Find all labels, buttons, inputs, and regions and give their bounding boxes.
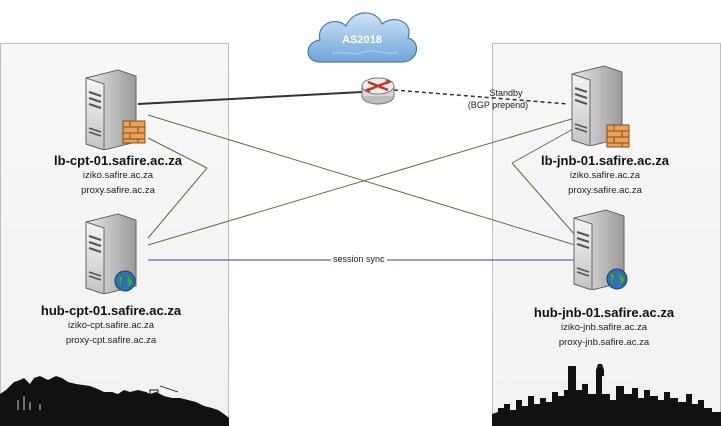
hub-cpt-label: hub-cpt-01.safire.ac.za iziko-cpt.safire…: [11, 303, 211, 348]
link-hub-cpt-lb-cpt: [147, 167, 208, 239]
standby-label-line2: (BGP prepend): [467, 100, 529, 110]
cloud-label: AS2018: [342, 34, 382, 46]
lb-cpt-alias-2: proxy.safire.ac.za: [81, 185, 155, 196]
hub-jnb-globe-icon: [606, 268, 628, 290]
hub-jnb-alias-1: iziko-jnb.safire.ac.za: [560, 322, 648, 333]
hub-cpt-hostname: hub-cpt-01.safire.ac.za: [40, 303, 182, 318]
link-lb-cpt-hub-jnb: [147, 114, 576, 246]
hub-cpt-alias-1: iziko-cpt.safire.ac.za: [67, 320, 155, 331]
hub-cpt-alias-2: proxy-cpt.safire.ac.za: [65, 335, 157, 346]
standby-label-line1: Standby: [489, 88, 523, 98]
hub-jnb-server-icon: [573, 209, 625, 290]
link-hub-cpt-lb-jnb: [147, 117, 576, 246]
lb-jnb-alias-2: proxy.safire.ac.za: [568, 185, 642, 196]
hub-jnb-alias-2: proxy-jnb.safire.ac.za: [558, 337, 650, 348]
standby-label: Standby (BGP prepend): [467, 87, 545, 111]
cape-town-skyline-icon: [0, 376, 229, 426]
session-sync-label: session sync: [331, 254, 387, 264]
hub-cpt-globe-icon: [114, 270, 136, 292]
lb-cpt-firewall-icon: [122, 120, 146, 144]
lb-cpt-label: lb-cpt-01.safire.ac.za iziko.safire.ac.z…: [18, 153, 218, 198]
internet-cloud-icon: [307, 12, 418, 63]
lb-jnb-label: lb-jnb-01.safire.ac.za iziko.safire.ac.z…: [505, 153, 705, 198]
lb-cpt-alias-1: iziko.safire.ac.za: [82, 170, 154, 181]
johannesburg-skyline-icon: [492, 364, 721, 426]
link-hub-jnb-lb-jnb: [511, 162, 576, 236]
hub-jnb-label: hub-jnb-01.safire.ac.za iziko-jnb.safire…: [504, 305, 704, 350]
hub-jnb-hostname: hub-jnb-01.safire.ac.za: [533, 305, 675, 320]
lb-jnb-firewall-icon: [606, 124, 630, 148]
lb-cpt-hostname: lb-cpt-01.safire.ac.za: [54, 153, 182, 168]
link-lb-cpt-hub-cpt: [147, 137, 208, 169]
lb-jnb-hostname: lb-jnb-01.safire.ac.za: [541, 153, 669, 168]
link-router-lb-jnb-standby: [393, 89, 569, 105]
lb-jnb-alias-1: iziko.safire.ac.za: [569, 170, 641, 181]
link-lb-jnb-hub-jnb: [511, 127, 576, 164]
router-icon: [361, 77, 395, 105]
link-lb-cpt-router: [137, 91, 363, 105]
